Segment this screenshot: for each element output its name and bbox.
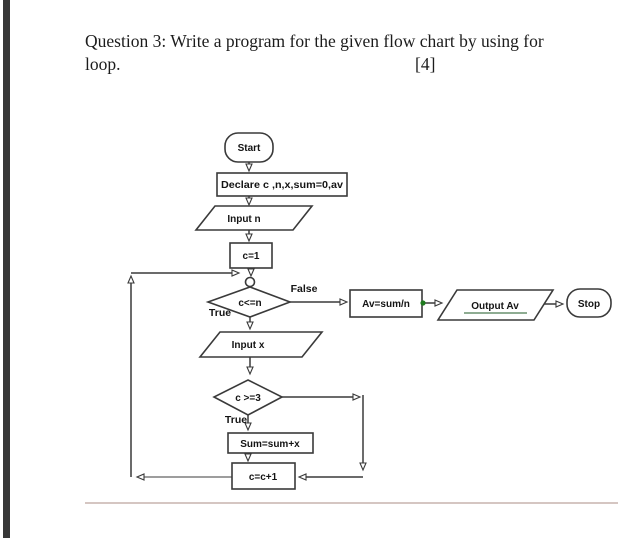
- cond1-label: c<=n: [238, 298, 261, 309]
- question-title-loop-text: loop.: [85, 54, 121, 75]
- input-x-io-shape: [198, 331, 324, 358]
- stop-terminator-shape: [566, 288, 612, 318]
- question-marks: [4]: [415, 54, 436, 75]
- c-init-label: c=1: [243, 251, 260, 262]
- question-title-line1: Question 3: Write a program for the give…: [85, 31, 544, 51]
- cond1-true-label: True: [209, 307, 231, 319]
- cond2-label: c >=3: [235, 393, 261, 404]
- loop-junction-connector: [244, 276, 256, 288]
- stop-label: Stop: [578, 299, 600, 310]
- input-x-label: Input x: [232, 340, 265, 351]
- av-calc-label: Av=sum/n: [362, 299, 410, 310]
- node-stop: Stop: [566, 288, 612, 318]
- node-start: Start: [224, 132, 274, 163]
- node-input-n: Input n: [194, 205, 314, 231]
- node-input-x: Input x: [198, 331, 324, 358]
- node-declare: Declare c ,n,x,sum=0,av: [216, 172, 348, 197]
- node-cond-c-ge-3: c >=3: [212, 379, 284, 416]
- node-cond-c-le-n: c<=n: [205, 286, 293, 318]
- flowchart-edges: [127, 162, 565, 481]
- green-junction-dot: [420, 300, 426, 306]
- increment-label: c=c+1: [249, 472, 278, 483]
- sum-process-shape: [227, 432, 314, 454]
- question-title: Question 3: Write a program for the give…: [85, 30, 605, 76]
- c-init-process-shape: [229, 242, 273, 269]
- declare-process-shape: [216, 172, 348, 197]
- cond1-false-label: False: [291, 283, 318, 295]
- cond2-decision-shape: [212, 379, 284, 416]
- sum-label: Sum=sum+x: [240, 439, 300, 450]
- node-sum-acc: Sum=sum+x: [227, 432, 314, 454]
- output-av-label: Output Av: [471, 301, 519, 312]
- declare-label: Declare c ,n,x,sum=0,av: [221, 180, 343, 191]
- cond1-decision-shape: [205, 286, 293, 318]
- node-output-av: Output Av: [436, 289, 555, 321]
- cond2-true-label: True: [225, 414, 247, 426]
- node-av-calc: Av=sum/n: [349, 289, 423, 318]
- node-c-increment: c=c+1: [231, 462, 296, 490]
- node-c-init: c=1: [229, 242, 273, 269]
- start-label: Start: [238, 143, 261, 154]
- input-n-io-shape: [194, 205, 314, 231]
- page-left-border-bar: [3, 0, 10, 538]
- increment-process-shape: [231, 462, 296, 490]
- question-title-line2: loop. [4]: [85, 53, 605, 76]
- start-terminator-shape: [224, 132, 274, 163]
- input-n-label: Input n: [227, 214, 260, 225]
